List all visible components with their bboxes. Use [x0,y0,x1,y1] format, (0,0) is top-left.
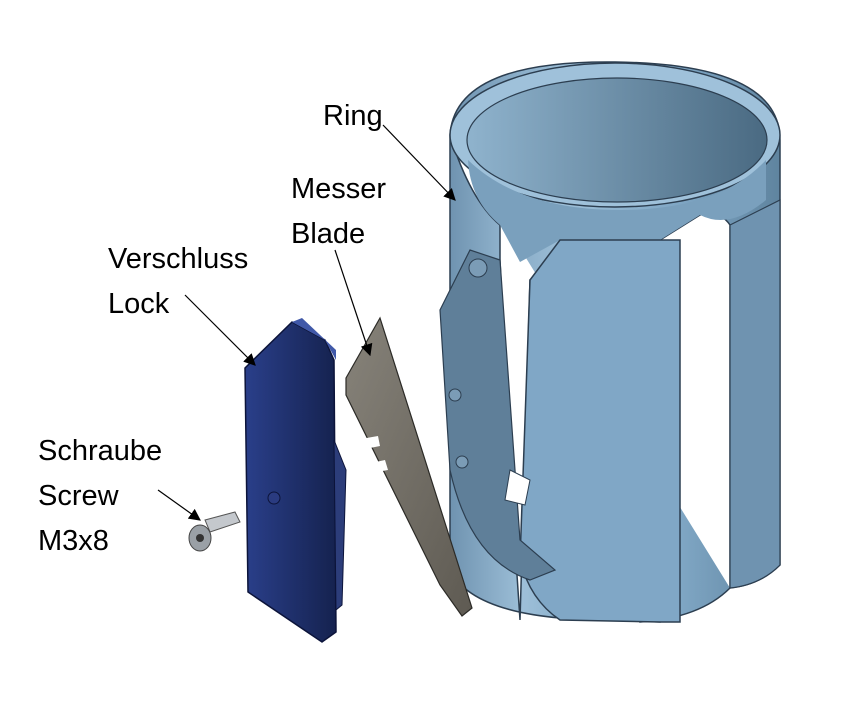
screw-leader-arrow [157,489,201,521]
ring-label: Ring [323,100,383,132]
ring-part [439,61,781,623]
screw-size-label: M3x8 [38,525,109,557]
screw-part [188,511,241,552]
blade-label-de: Messer [291,173,386,205]
blade-leader-arrow [334,249,373,357]
lock-part [244,318,347,643]
ring-leader-arrow [382,124,456,201]
screw-label-de: Schraube [38,435,162,467]
blade-label-en: Blade [291,218,365,250]
lock-label-de: Verschluss [108,243,248,275]
blade-part [345,316,473,617]
screw-label-en: Screw [38,480,120,512]
lock-leader-arrow [184,294,256,366]
lock-label-en: Lock [108,288,170,320]
